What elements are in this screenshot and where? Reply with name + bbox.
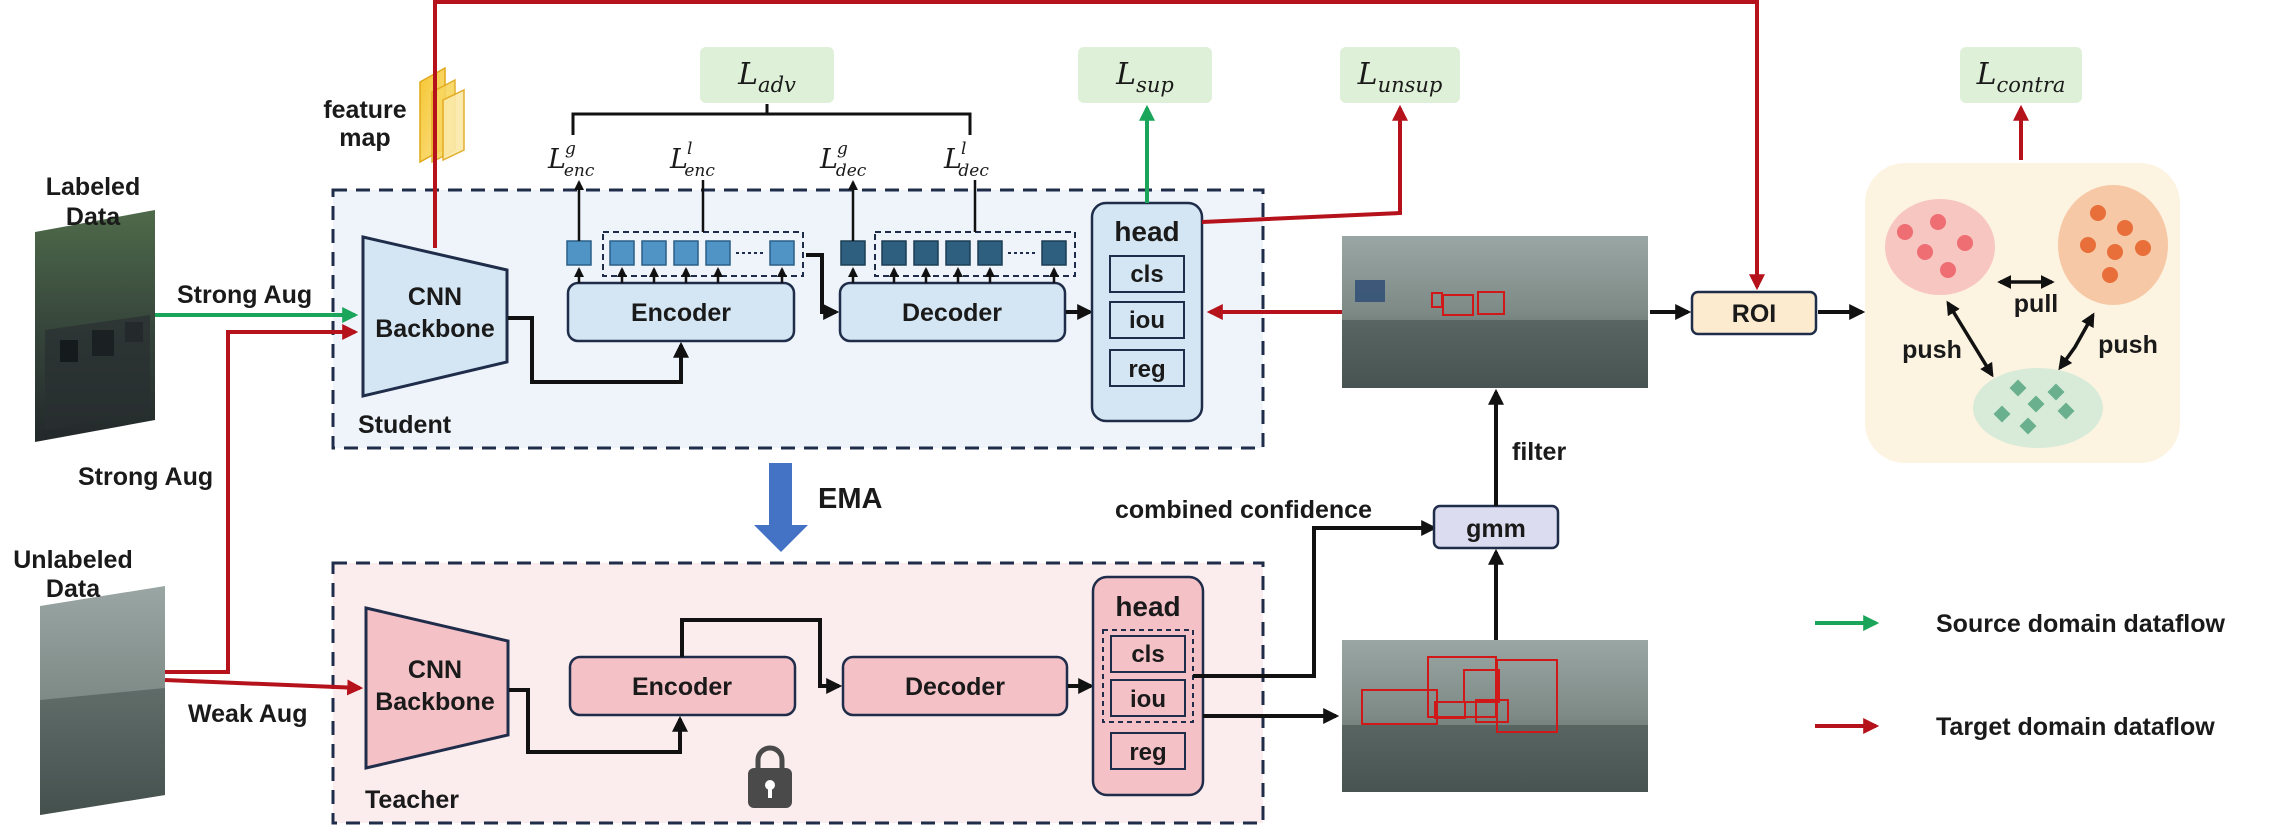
teacher-encoder-to-decoder-arrow bbox=[680, 618, 843, 694]
labeled-image bbox=[35, 210, 155, 442]
teacher-cnn-label-2: Backbone bbox=[375, 688, 495, 716]
strong-aug-left-label: Strong Aug bbox=[78, 463, 213, 491]
ema-label: EMA bbox=[818, 483, 883, 515]
teacher-head-label: head bbox=[1115, 591, 1180, 622]
student-cls-label: cls bbox=[1130, 261, 1163, 288]
encoder-token-strip bbox=[566, 231, 804, 277]
push-right-arrow bbox=[2058, 312, 2095, 371]
strong-aug-top-label: Strong Aug bbox=[177, 281, 312, 309]
teacher-reg-label: reg bbox=[1129, 739, 1166, 766]
loss-contra-box bbox=[1960, 47, 2082, 103]
feature-map-label-2: map bbox=[339, 124, 390, 152]
pull-label: pull bbox=[2014, 290, 2058, 318]
student-cnn-backbone bbox=[361, 235, 509, 398]
loss-sup-box bbox=[1078, 47, 1212, 103]
legend-target-label: Target domain dataflow bbox=[1936, 713, 2215, 741]
labeled-data-label-1: Labeled bbox=[46, 173, 140, 201]
orange-cluster bbox=[2058, 185, 2168, 305]
loss-unsup-box bbox=[1340, 47, 1460, 103]
student-reg-box bbox=[1109, 349, 1185, 387]
student-reg-label: reg bbox=[1128, 356, 1165, 383]
encoder-to-decoder-arrow bbox=[806, 253, 840, 320]
loss-sup: Lsup bbox=[1115, 57, 1174, 97]
lock-icon bbox=[748, 745, 792, 808]
cls-iou-to-gmm-arrow bbox=[1193, 520, 1438, 678]
target-strong-input-arrow bbox=[165, 324, 359, 674]
encoder-token-arrows bbox=[574, 267, 787, 283]
legend-source-label: Source domain dataflow bbox=[1936, 610, 2225, 638]
teacher-cnn-backbone bbox=[364, 606, 510, 770]
teacher-head bbox=[1091, 575, 1205, 797]
target-weak-input-arrow bbox=[164, 678, 364, 696]
teacher-cls-box bbox=[1110, 635, 1186, 673]
loss-contra: Lcontra bbox=[1976, 57, 2066, 97]
teacher-encoder-label: Encoder bbox=[632, 673, 732, 701]
student-cnn-label-1: CNN bbox=[408, 283, 462, 311]
combined-confidence-label: combined confidence bbox=[1115, 496, 1372, 524]
teacher-iou-label: iou bbox=[1130, 686, 1166, 713]
head-to-lunsup-arrow bbox=[1201, 104, 1408, 224]
labeled-data-label-2: Data bbox=[66, 203, 121, 231]
teacher-backbone-to-encoder-arrow bbox=[509, 688, 688, 754]
filter-label: filter bbox=[1512, 438, 1566, 466]
teacher-reg-box bbox=[1110, 732, 1186, 770]
student-iou-box bbox=[1109, 301, 1185, 339]
roi-label: ROI bbox=[1732, 300, 1776, 328]
student-decoder bbox=[838, 281, 1067, 343]
decoder-token-arrows bbox=[848, 267, 1059, 283]
unlabeled-image bbox=[40, 586, 165, 815]
teacher-cnn-label-1: CNN bbox=[408, 656, 462, 684]
feature-map-icon bbox=[419, 66, 465, 164]
student-iou-label: iou bbox=[1129, 307, 1165, 334]
filtered-pseudo-label-image bbox=[1342, 236, 1648, 388]
pink-cluster bbox=[1885, 199, 1995, 295]
student-panel-label: Student bbox=[358, 411, 452, 439]
student-decoder-label: Decoder bbox=[902, 299, 1002, 327]
green-cluster bbox=[1973, 368, 2103, 448]
backbone-to-encoder-arrow bbox=[508, 316, 689, 384]
teacher-decoder-label: Decoder bbox=[905, 673, 1005, 701]
teacher-decoder bbox=[841, 655, 1069, 717]
student-head-label: head bbox=[1114, 216, 1179, 247]
gmm-label: gmm bbox=[1466, 515, 1526, 543]
unlabeled-data-label-1: Unlabeled bbox=[13, 546, 132, 574]
raw-pseudo-label-image bbox=[1342, 640, 1648, 792]
weak-aug-label: Weak Aug bbox=[188, 700, 307, 728]
loss-adv: Ladv bbox=[737, 57, 796, 97]
adv-bracket bbox=[571, 104, 972, 135]
student-cls-box bbox=[1109, 255, 1185, 293]
student-cnn-label-2: Backbone bbox=[375, 315, 495, 343]
student-encoder-label: Encoder bbox=[631, 299, 731, 327]
teacher-cls-label: cls bbox=[1131, 641, 1164, 668]
feature-to-roi-arrow bbox=[433, 0, 1765, 291]
student-encoder bbox=[566, 281, 796, 343]
push-right-label: push bbox=[2098, 331, 2158, 359]
unlabeled-data-label-2: Data bbox=[46, 575, 101, 603]
ema-arrow-icon bbox=[754, 463, 808, 552]
push-left-arrow bbox=[1946, 300, 1994, 378]
teacher-iou-box bbox=[1110, 679, 1186, 717]
push-left-label: push bbox=[1902, 336, 1962, 364]
loss-adv-box bbox=[700, 47, 834, 103]
feature-map-label-1: feature bbox=[323, 96, 406, 124]
roi-box bbox=[1690, 290, 1818, 336]
loss-unsup: Lunsup bbox=[1357, 57, 1443, 97]
teacher-panel-label: Teacher bbox=[365, 786, 459, 814]
